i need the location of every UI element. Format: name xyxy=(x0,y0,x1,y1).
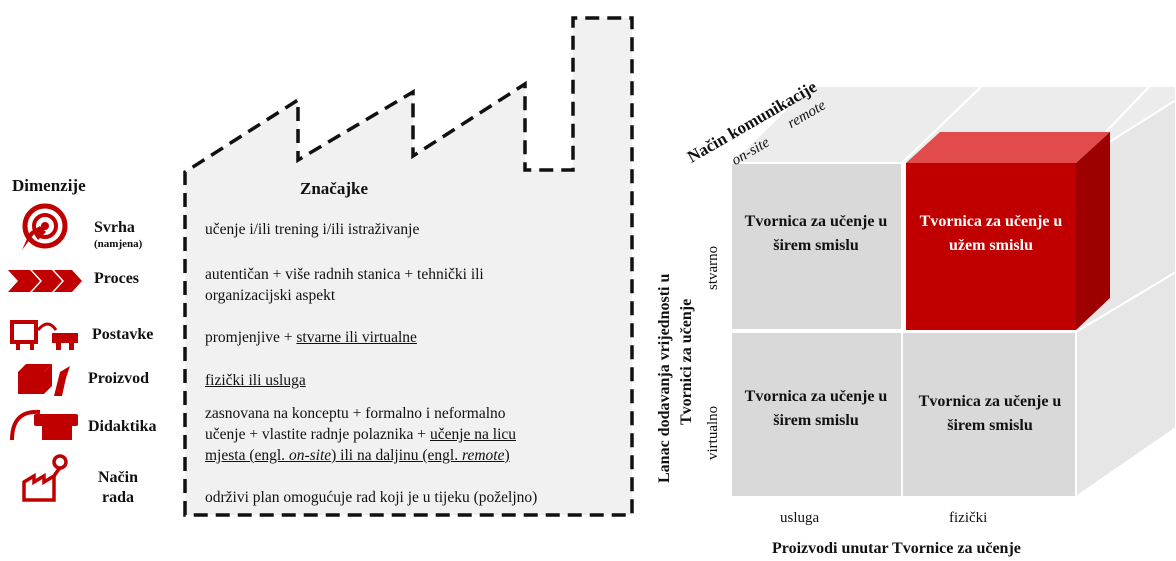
highlight-front-face xyxy=(906,163,1076,330)
machines-icon xyxy=(10,320,78,350)
feature-text-underlined: fizički ili usluga xyxy=(205,372,306,389)
feature-line: organizacijski aspekt xyxy=(205,287,336,304)
dimension-label-line2: rada xyxy=(102,489,134,506)
highlight-top-face xyxy=(906,132,1110,163)
dimension-proces: Proces xyxy=(94,270,140,287)
feature-text-italic: on-site xyxy=(288,447,332,464)
product-box-icon xyxy=(18,364,70,396)
feature-line-underlined: mjesta (engl. on-site) ili na daljinu (e… xyxy=(205,445,625,466)
left-axis-title: Lanac dodavanja vrijednosti u Tvornici z… xyxy=(654,274,698,483)
feature-postavke: promjenjive + stvarne ili virtualne xyxy=(205,327,625,348)
left-axis-stvarno: stvarno xyxy=(705,245,721,290)
dimensions-title: Dimenzije xyxy=(12,176,86,195)
feature-text: učenje + vlastite radnje polaznika + xyxy=(205,426,430,443)
feature-proces: autentičan + više radnih stanica + tehni… xyxy=(205,264,625,306)
feature-proizvod: fizički ili usluga xyxy=(205,370,625,391)
cell-text-top-left: Tvornica za učenje u širem smislu xyxy=(744,213,888,254)
dimension-nacin-rada: Način rada xyxy=(98,469,138,507)
cell-text-top-right: Tvornica za učenje u užem smislu xyxy=(919,213,1063,254)
dimension-postavke: Postavke xyxy=(92,326,154,343)
target-cursor-icon xyxy=(22,203,68,250)
feature-text: ) ili na daljinu (engl. xyxy=(331,447,462,464)
feature-text: mjesta (engl. xyxy=(205,447,289,464)
cube-cell-bottom-right xyxy=(901,331,1077,498)
dimension-svrha: Svrha (namjena) xyxy=(94,219,142,250)
left-axis-virtualno: virtualno xyxy=(705,405,721,460)
feature-text: ) xyxy=(504,447,510,464)
feature-text-italic: remote xyxy=(461,447,505,464)
teacher-desk-icon xyxy=(10,409,78,441)
highlight-side-face xyxy=(1076,132,1110,330)
process-arrows-icon xyxy=(8,270,82,292)
feature-didaktika: zasnovana na konceptu + formalno i nefor… xyxy=(205,403,625,466)
dimension-label: Način xyxy=(98,469,138,486)
dimension-proizvod: Proizvod xyxy=(88,370,150,387)
feature-text: promjenjive + xyxy=(205,329,297,346)
cube-cell-bottom-left xyxy=(730,331,903,498)
cube-cell-top-left xyxy=(730,162,903,331)
cube xyxy=(728,85,1176,499)
feature-line: autentičan + više radnih stanica + tehni… xyxy=(205,266,484,283)
factory-gear-icon xyxy=(22,454,68,502)
feature-svrha: učenje i/ili trening i/ili istraživanje xyxy=(205,221,420,238)
dimension-didaktika: Didaktika xyxy=(88,418,157,435)
bottom-axis-usluga: usluga xyxy=(780,510,820,526)
bottom-axis-fizicki: fizički xyxy=(949,510,988,526)
feature-line: učenje + vlastite radnje polaznika + uče… xyxy=(205,424,625,445)
factory-outline xyxy=(183,16,634,517)
feature-nacin-rada: održivi plan omogućuje rad koji je u tij… xyxy=(205,489,538,506)
left-axis-title-line1: Lanac dodavanja vrijednosti u xyxy=(656,273,673,483)
feature-line: zasnovana na konceptu + formalno i nefor… xyxy=(205,405,506,422)
feature-text-underlined: učenje na licu xyxy=(429,426,517,443)
cell-text-bottom-left: Tvornica za učenje u širem smislu xyxy=(744,388,888,429)
cell-text-bottom-right: Tvornica za učenje u širem smislu xyxy=(918,393,1062,434)
left-axis-title-line2: Tvornici za učenje xyxy=(678,298,695,425)
bottom-axis-title: Proizvodi unutar Tvornice za učenje xyxy=(772,540,1021,557)
features-title: Značajke xyxy=(300,179,368,198)
dimension-sublabel: (namjena) xyxy=(94,238,143,250)
dimension-label: Svrha xyxy=(94,219,135,236)
feature-text-underlined: stvarne ili virtualne xyxy=(296,329,417,346)
